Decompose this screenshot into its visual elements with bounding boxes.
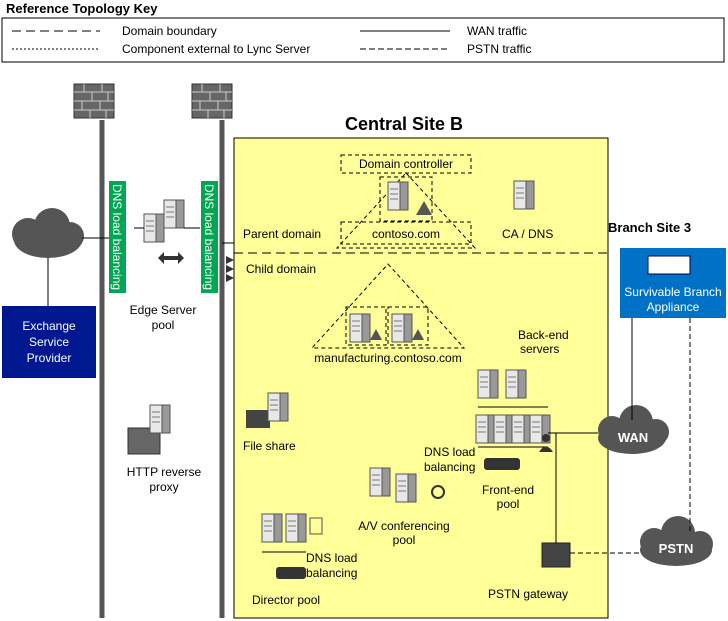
child-dc-server-icon-2 xyxy=(391,313,413,343)
sba-line1: Survivable Branch xyxy=(624,285,721,299)
frontend-pool-line1: Front-end xyxy=(482,483,534,497)
child-domain-arrow-2 xyxy=(226,265,234,273)
folder-icon xyxy=(246,410,270,428)
wan-label: WAN xyxy=(618,430,648,445)
key-domain-boundary: Domain boundary xyxy=(122,24,217,38)
firewall-icon-right xyxy=(191,83,233,119)
certificate-icon xyxy=(309,517,323,535)
frontend-pool-line2: pool xyxy=(497,497,520,511)
child-domain-arrow-1 xyxy=(226,256,234,264)
dns-lb-right-label: DNS load balancing xyxy=(202,184,216,290)
av-pool-line2: pool xyxy=(393,533,416,547)
director-dns-lb-line1: DNS load xyxy=(306,551,357,565)
edge-server-icon-1 xyxy=(143,213,165,243)
dns-lb-left-bar xyxy=(109,181,126,293)
child-dc-box-2 xyxy=(387,306,429,346)
exchange-line1: Exchange xyxy=(22,319,76,333)
child-domain-triangle xyxy=(310,263,466,349)
dc-warning-icon xyxy=(416,201,432,215)
av-server-icon-1 xyxy=(369,467,391,497)
director-server-icon-2 xyxy=(285,513,307,543)
key-wan-traffic: WAN traffic xyxy=(467,24,527,38)
topology-key: Reference Topology Key Domain boundary C… xyxy=(1,1,725,63)
parent-domain-name: contoso.com xyxy=(372,227,440,241)
exchange-provider-box xyxy=(2,306,96,378)
backend-label-line2: servers xyxy=(520,342,559,356)
key-box xyxy=(1,17,725,63)
frontend-dns-lb-line2: balancing xyxy=(424,460,475,474)
dc-server-box xyxy=(379,176,433,222)
parent-domain-label: Parent domain xyxy=(243,227,321,241)
key-title: Reference Topology Key xyxy=(6,1,158,16)
frontend-server-icon-3 xyxy=(511,414,533,444)
child-dc-box-1 xyxy=(345,306,387,346)
sba-router-icon xyxy=(647,255,691,275)
dc-server-icon xyxy=(387,181,409,211)
edge-server-icon-2 xyxy=(163,199,185,229)
sba-line2: Appliance xyxy=(647,300,700,314)
ca-dns-server-icon xyxy=(513,180,535,210)
file-share-label: File share xyxy=(243,439,296,453)
dns-lb-right-bar xyxy=(201,181,218,293)
branch-site-title: Branch Site 3 xyxy=(608,220,691,235)
edge-pool-line1: Edge Server xyxy=(130,303,197,317)
av-server-icon-2 xyxy=(395,473,417,503)
webcam-icon xyxy=(431,485,445,499)
director-dns-lb-line2: balancing xyxy=(306,566,357,580)
http-proxy-line1: HTTP reverse xyxy=(127,465,202,479)
frontend-server-icon-1 xyxy=(475,414,497,444)
file-share-server-icon xyxy=(267,392,289,422)
proxy-server-icon xyxy=(149,404,171,434)
firewall-icon-left xyxy=(73,83,115,119)
contoso-box xyxy=(340,221,472,245)
frontend-dns-lb-line1: DNS load xyxy=(424,445,475,459)
child-domain-arrow-3 xyxy=(226,274,234,282)
backend-server-icon-1 xyxy=(477,369,499,399)
child-domain-label: Child domain xyxy=(246,262,316,276)
bidirectional-arrow-icon xyxy=(158,252,184,264)
pstn-gateway-label: PSTN gateway xyxy=(488,587,568,601)
backend-server-icon-2 xyxy=(505,369,527,399)
dns-lb-left-label: DNS load balancing xyxy=(110,184,124,290)
central-site-title: Central Site B xyxy=(345,114,463,134)
pstn-cloud-icon xyxy=(640,516,713,566)
key-pstn-traffic: PSTN traffic xyxy=(467,42,531,56)
domain-controller-label: Domain controller xyxy=(359,157,453,171)
exchange-cloud-icon xyxy=(12,208,84,258)
child-dc-warning-icon-2 xyxy=(412,329,424,340)
key-external-component: Component external to Lync Server xyxy=(122,42,310,56)
av-pool-line1: A/V conferencing xyxy=(358,519,449,533)
child-dc-warning-icon-1 xyxy=(370,329,382,340)
edge-pool-line2: pool xyxy=(152,318,175,332)
user-icon-head xyxy=(542,434,550,442)
frontend-lb-icon xyxy=(484,458,520,470)
exchange-line3: Provider xyxy=(27,351,72,365)
user-icon-body xyxy=(539,446,553,452)
director-server-icon-1 xyxy=(261,513,283,543)
director-pool-label: Director pool xyxy=(252,593,320,607)
child-domain-name: manufacturing.contoso.com xyxy=(314,351,461,365)
pstn-gateway-icon xyxy=(541,542,571,568)
pstn-label: PSTN xyxy=(659,541,694,556)
child-dc-server-icon-1 xyxy=(349,313,371,343)
backend-label-line1: Back-end xyxy=(518,328,569,342)
wan-cloud-icon xyxy=(598,405,669,454)
frontend-server-icon-2 xyxy=(493,414,515,444)
director-lb-icon xyxy=(276,567,306,579)
exchange-line2: Service xyxy=(29,335,69,349)
http-proxy-line2: proxy xyxy=(149,480,178,494)
ca-dns-label: CA / DNS xyxy=(502,227,553,241)
parent-domain-triangle xyxy=(335,172,477,249)
